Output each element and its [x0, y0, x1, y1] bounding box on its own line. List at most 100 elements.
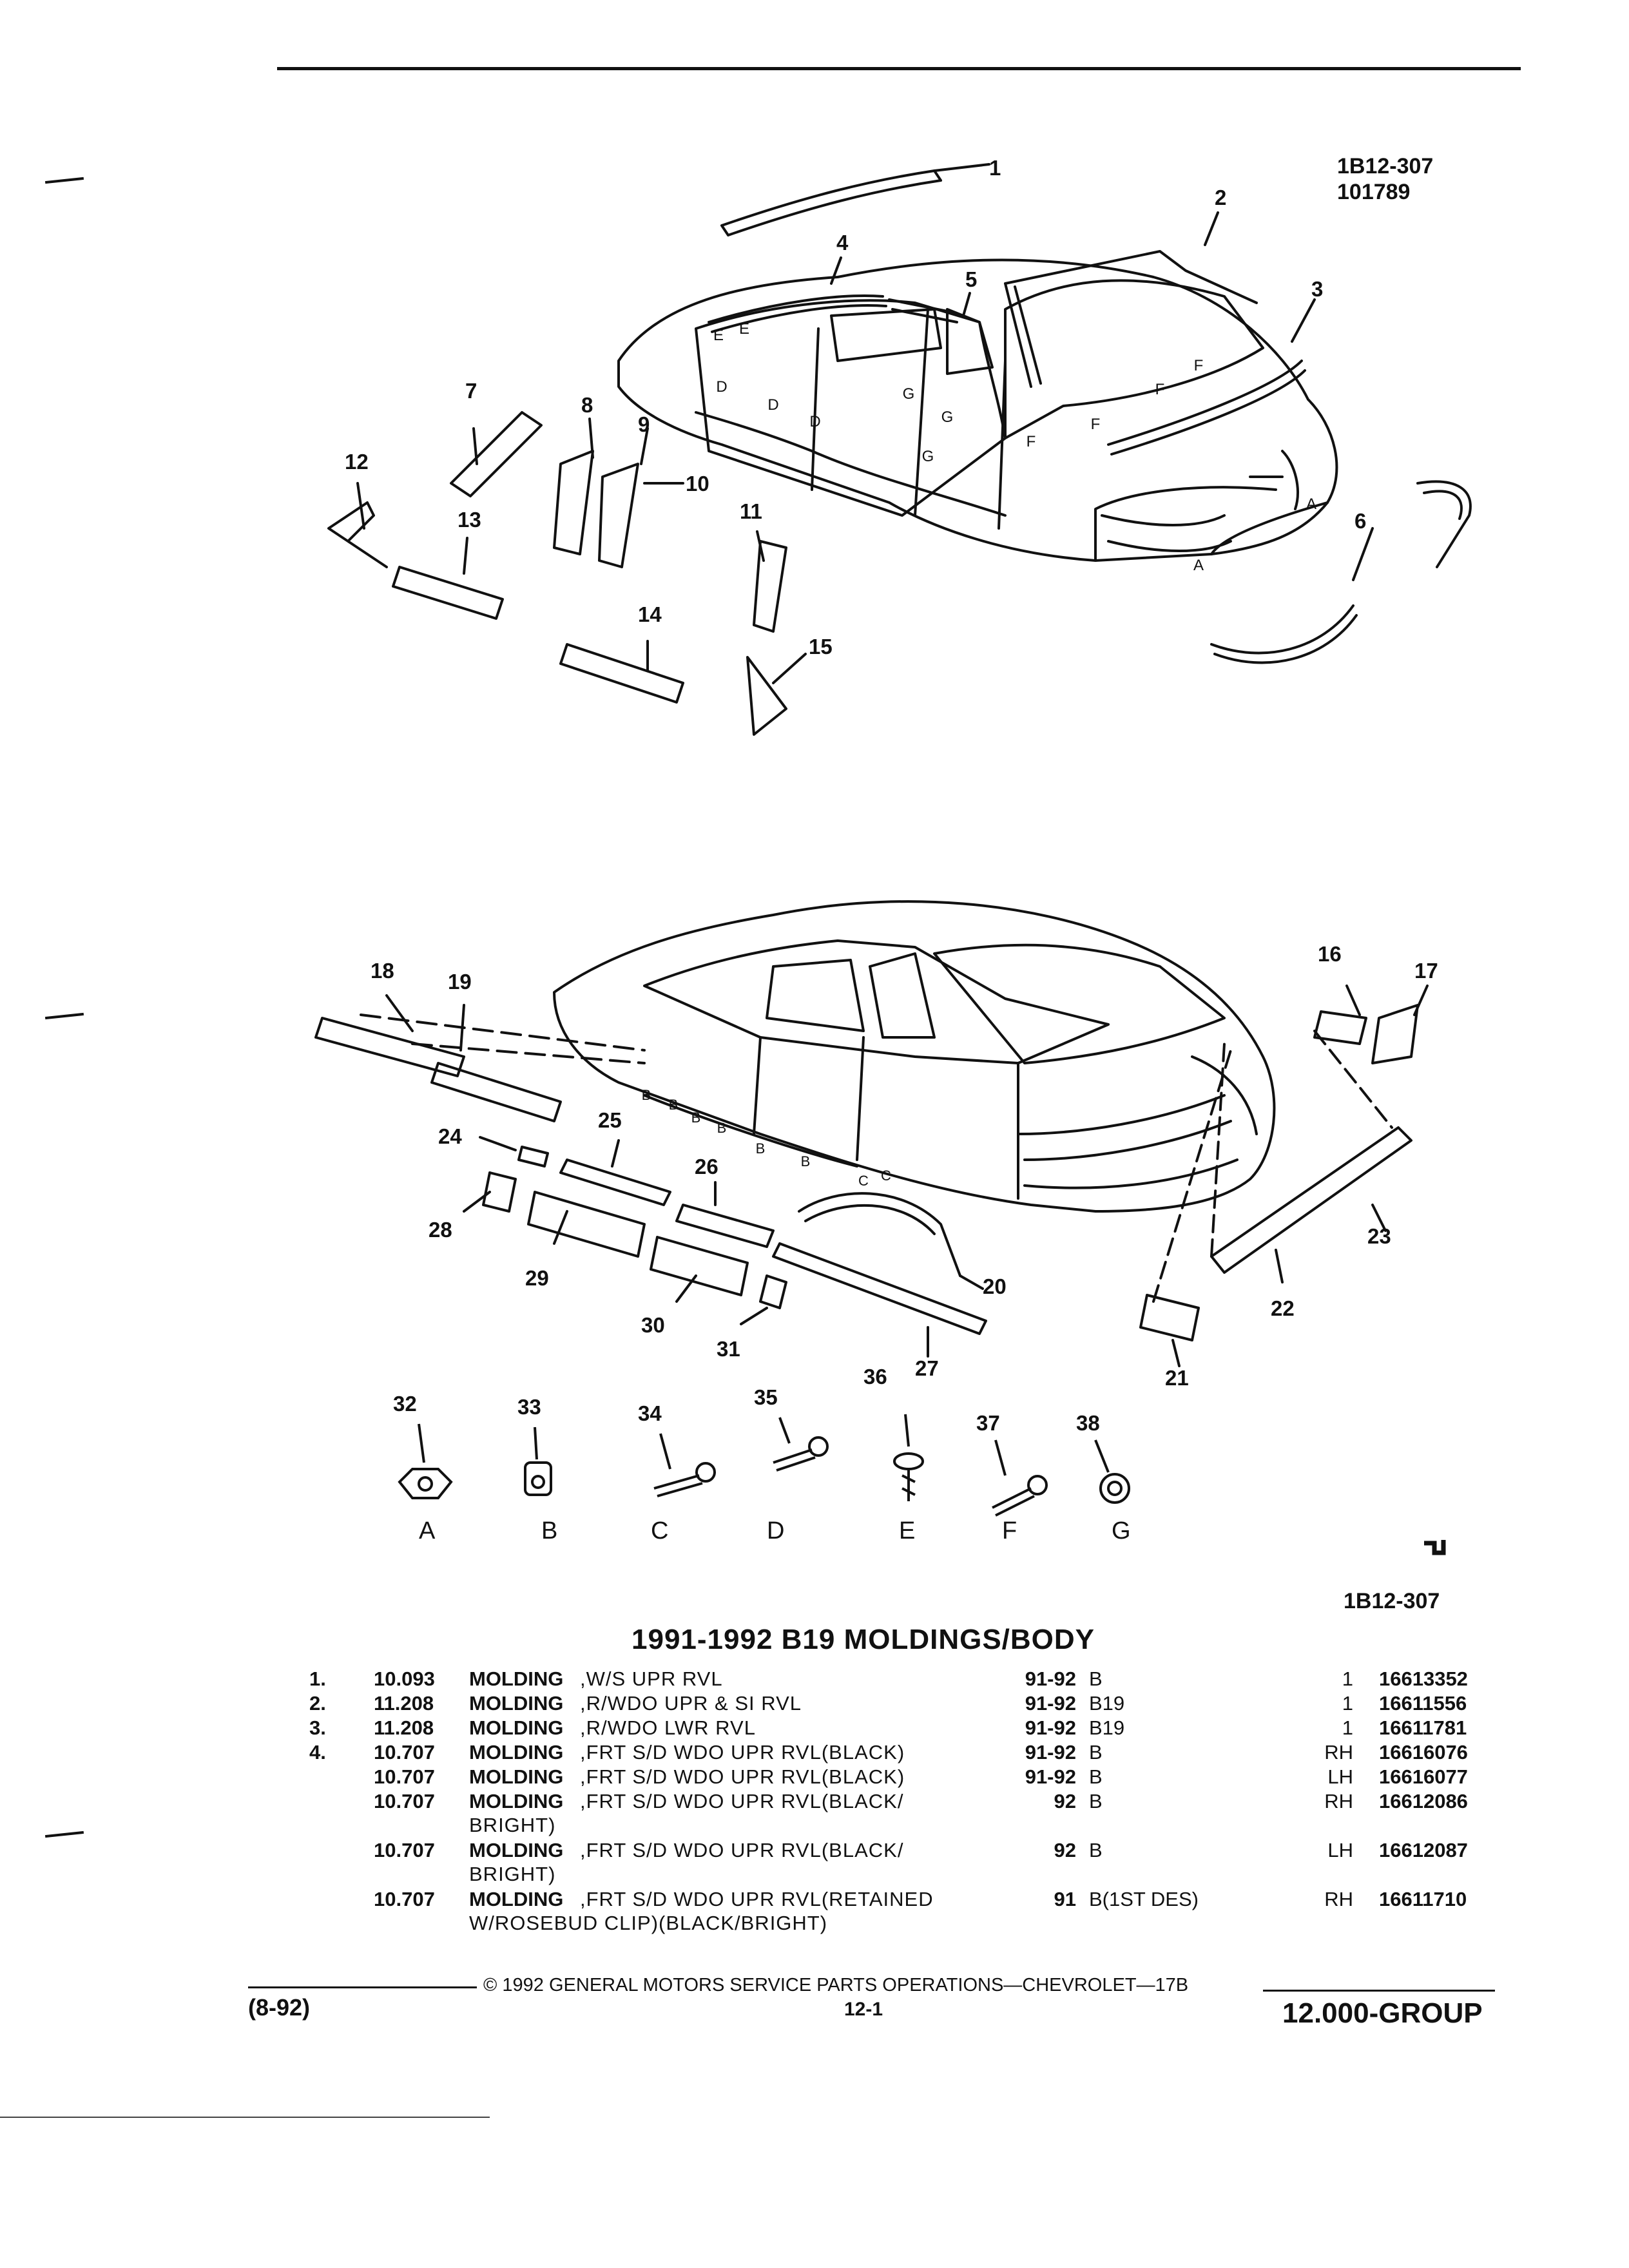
figure-reference: 1B12-307 101789	[1337, 153, 1433, 205]
part-description-cont: W/ROSEBUD CLIP)(BLACK/BRIGHT)	[469, 1912, 828, 1934]
quantity: RH	[1324, 1741, 1353, 1763]
footer-rule-right	[1263, 1990, 1495, 1992]
item-number: 2.	[309, 1692, 326, 1715]
group-number: 10.707	[374, 1888, 435, 1910]
callout-1: 1	[989, 156, 1001, 180]
callout-9: 9	[638, 412, 650, 436]
svg-text:F: F	[1091, 416, 1101, 433]
svg-text:B: B	[801, 1153, 811, 1169]
series: B	[1089, 1667, 1103, 1690]
series: B	[1089, 1839, 1103, 1861]
quantity: 1	[1342, 1692, 1353, 1715]
model-years: 91	[1054, 1888, 1076, 1910]
parts-list: 1. 10.093 MOLDING ,W/S UPR RVL 91-92 B 1…	[309, 1667, 1501, 1937]
callout-10: 10	[686, 472, 709, 495]
svg-text:E: E	[739, 320, 749, 338]
quantity: RH	[1324, 1888, 1353, 1910]
callout-32: 32	[393, 1392, 417, 1416]
callout-34: 34	[638, 1401, 662, 1425]
series: B19	[1089, 1692, 1125, 1715]
parts-row: 10.707 MOLDING ,FRT S/D WDO UPR RVL(BLAC…	[309, 1839, 1501, 1888]
callout-7: 7	[465, 379, 477, 403]
svg-text:D: D	[809, 413, 820, 430]
group-number: 10.707	[374, 1839, 435, 1861]
callout-3: 3	[1311, 277, 1324, 301]
part-description: ,R/WDO UPR & SI RVL	[580, 1692, 802, 1715]
callout-23: 23	[1367, 1224, 1391, 1248]
quantity: LH	[1327, 1839, 1353, 1861]
svg-text:F: F	[1027, 433, 1036, 450]
footer-date-code: (8-92)	[248, 1994, 311, 2021]
callout-27: 27	[915, 1356, 939, 1380]
margin-mark	[44, 1831, 84, 1838]
model-years: 91-92	[1025, 1765, 1076, 1788]
svg-text:F: F	[1155, 381, 1165, 398]
callout-28: 28	[429, 1218, 452, 1242]
parts-row: 2. 11.208 MOLDING ,R/WDO UPR & SI RVL 91…	[309, 1692, 1501, 1716]
callout-2: 2	[1215, 186, 1227, 209]
callout-6: 6	[1354, 509, 1367, 533]
fastener-f	[992, 1487, 1035, 1517]
series: B	[1089, 1765, 1103, 1788]
parts-row: 10.707 MOLDING ,FRT S/D WDO UPR RVL(BLAC…	[309, 1790, 1501, 1839]
footer-copyright: © 1992 GENERAL MOTORS SERVICE PARTS OPER…	[483, 1975, 1189, 1995]
series: B19	[1089, 1716, 1125, 1739]
part-description-cont: BRIGHT)	[469, 1863, 556, 1885]
part-name: MOLDING	[469, 1765, 564, 1788]
part-name: MOLDING	[469, 1716, 564, 1739]
svg-text:D: D	[716, 378, 727, 396]
svg-text:C: C	[881, 1168, 891, 1184]
callout-4: 4	[836, 231, 849, 255]
svg-text:B: B	[717, 1120, 727, 1136]
part-name: MOLDING	[469, 1741, 564, 1763]
callout-8: 8	[581, 393, 593, 417]
series: B(1ST DES)	[1089, 1888, 1199, 1910]
part-number: 16611781	[1379, 1716, 1467, 1739]
part-number: 16613352	[1379, 1667, 1468, 1690]
parts-row: 3. 11.208 MOLDING ,R/WDO LWR RVL 91-92 B…	[309, 1716, 1501, 1741]
part-name: MOLDING	[469, 1888, 564, 1910]
part-description: ,R/WDO LWR RVL	[580, 1716, 756, 1739]
svg-text:E: E	[713, 327, 724, 344]
model-years: 91-92	[1025, 1692, 1076, 1715]
group-number: 10.707	[374, 1790, 435, 1812]
fastener-letter-e: E	[899, 1517, 916, 1544]
group-number: 10.707	[374, 1741, 435, 1763]
parts-row: 4. 10.707 MOLDING ,FRT S/D WDO UPR RVL(B…	[309, 1741, 1501, 1765]
part-number: 16616076	[1379, 1741, 1468, 1763]
item-number: 3.	[309, 1716, 326, 1739]
callout-11: 11	[740, 499, 762, 523]
fastener-letter-c: C	[651, 1517, 669, 1544]
figure-reference-bottom: 1B12-307	[1344, 1589, 1440, 1613]
part-description-cont: BRIGHT)	[469, 1814, 556, 1836]
callout-24: 24	[438, 1124, 462, 1148]
callout-35: 35	[754, 1385, 778, 1409]
callout-12: 12	[345, 450, 369, 474]
svg-text:C: C	[858, 1173, 869, 1189]
callout-31: 31	[717, 1337, 740, 1361]
ref-date: 101789	[1337, 180, 1411, 204]
fastener-letter-a: A	[419, 1517, 436, 1544]
fastener-e	[893, 1452, 924, 1470]
part-name: MOLDING	[469, 1692, 564, 1715]
fastener-letter-b: B	[541, 1517, 558, 1544]
svg-text:G: G	[941, 408, 954, 426]
part-name: MOLDING	[469, 1790, 564, 1812]
callout-15: 15	[809, 635, 833, 658]
fastener-letter-d: D	[767, 1517, 785, 1544]
svg-text:A: A	[1306, 495, 1316, 513]
parts-row: 10.707 MOLDING ,FRT S/D WDO UPR RVL(BLAC…	[309, 1765, 1501, 1790]
fastener-d	[773, 1448, 816, 1472]
footer-rule-left	[248, 1986, 477, 1988]
fastener-b	[524, 1461, 552, 1496]
parts-row: 10.707 MOLDING ,FRT S/D WDO UPR RVL(RETA…	[309, 1888, 1501, 1937]
fastener-letter-f: F	[1002, 1517, 1017, 1544]
part-name: MOLDING	[469, 1667, 564, 1690]
callout-36: 36	[863, 1365, 887, 1389]
quantity: 1	[1342, 1667, 1353, 1690]
svg-text:B: B	[669, 1097, 679, 1113]
ref-code: 1B12-307	[1337, 154, 1434, 178]
callout-16: 16	[1318, 942, 1342, 966]
